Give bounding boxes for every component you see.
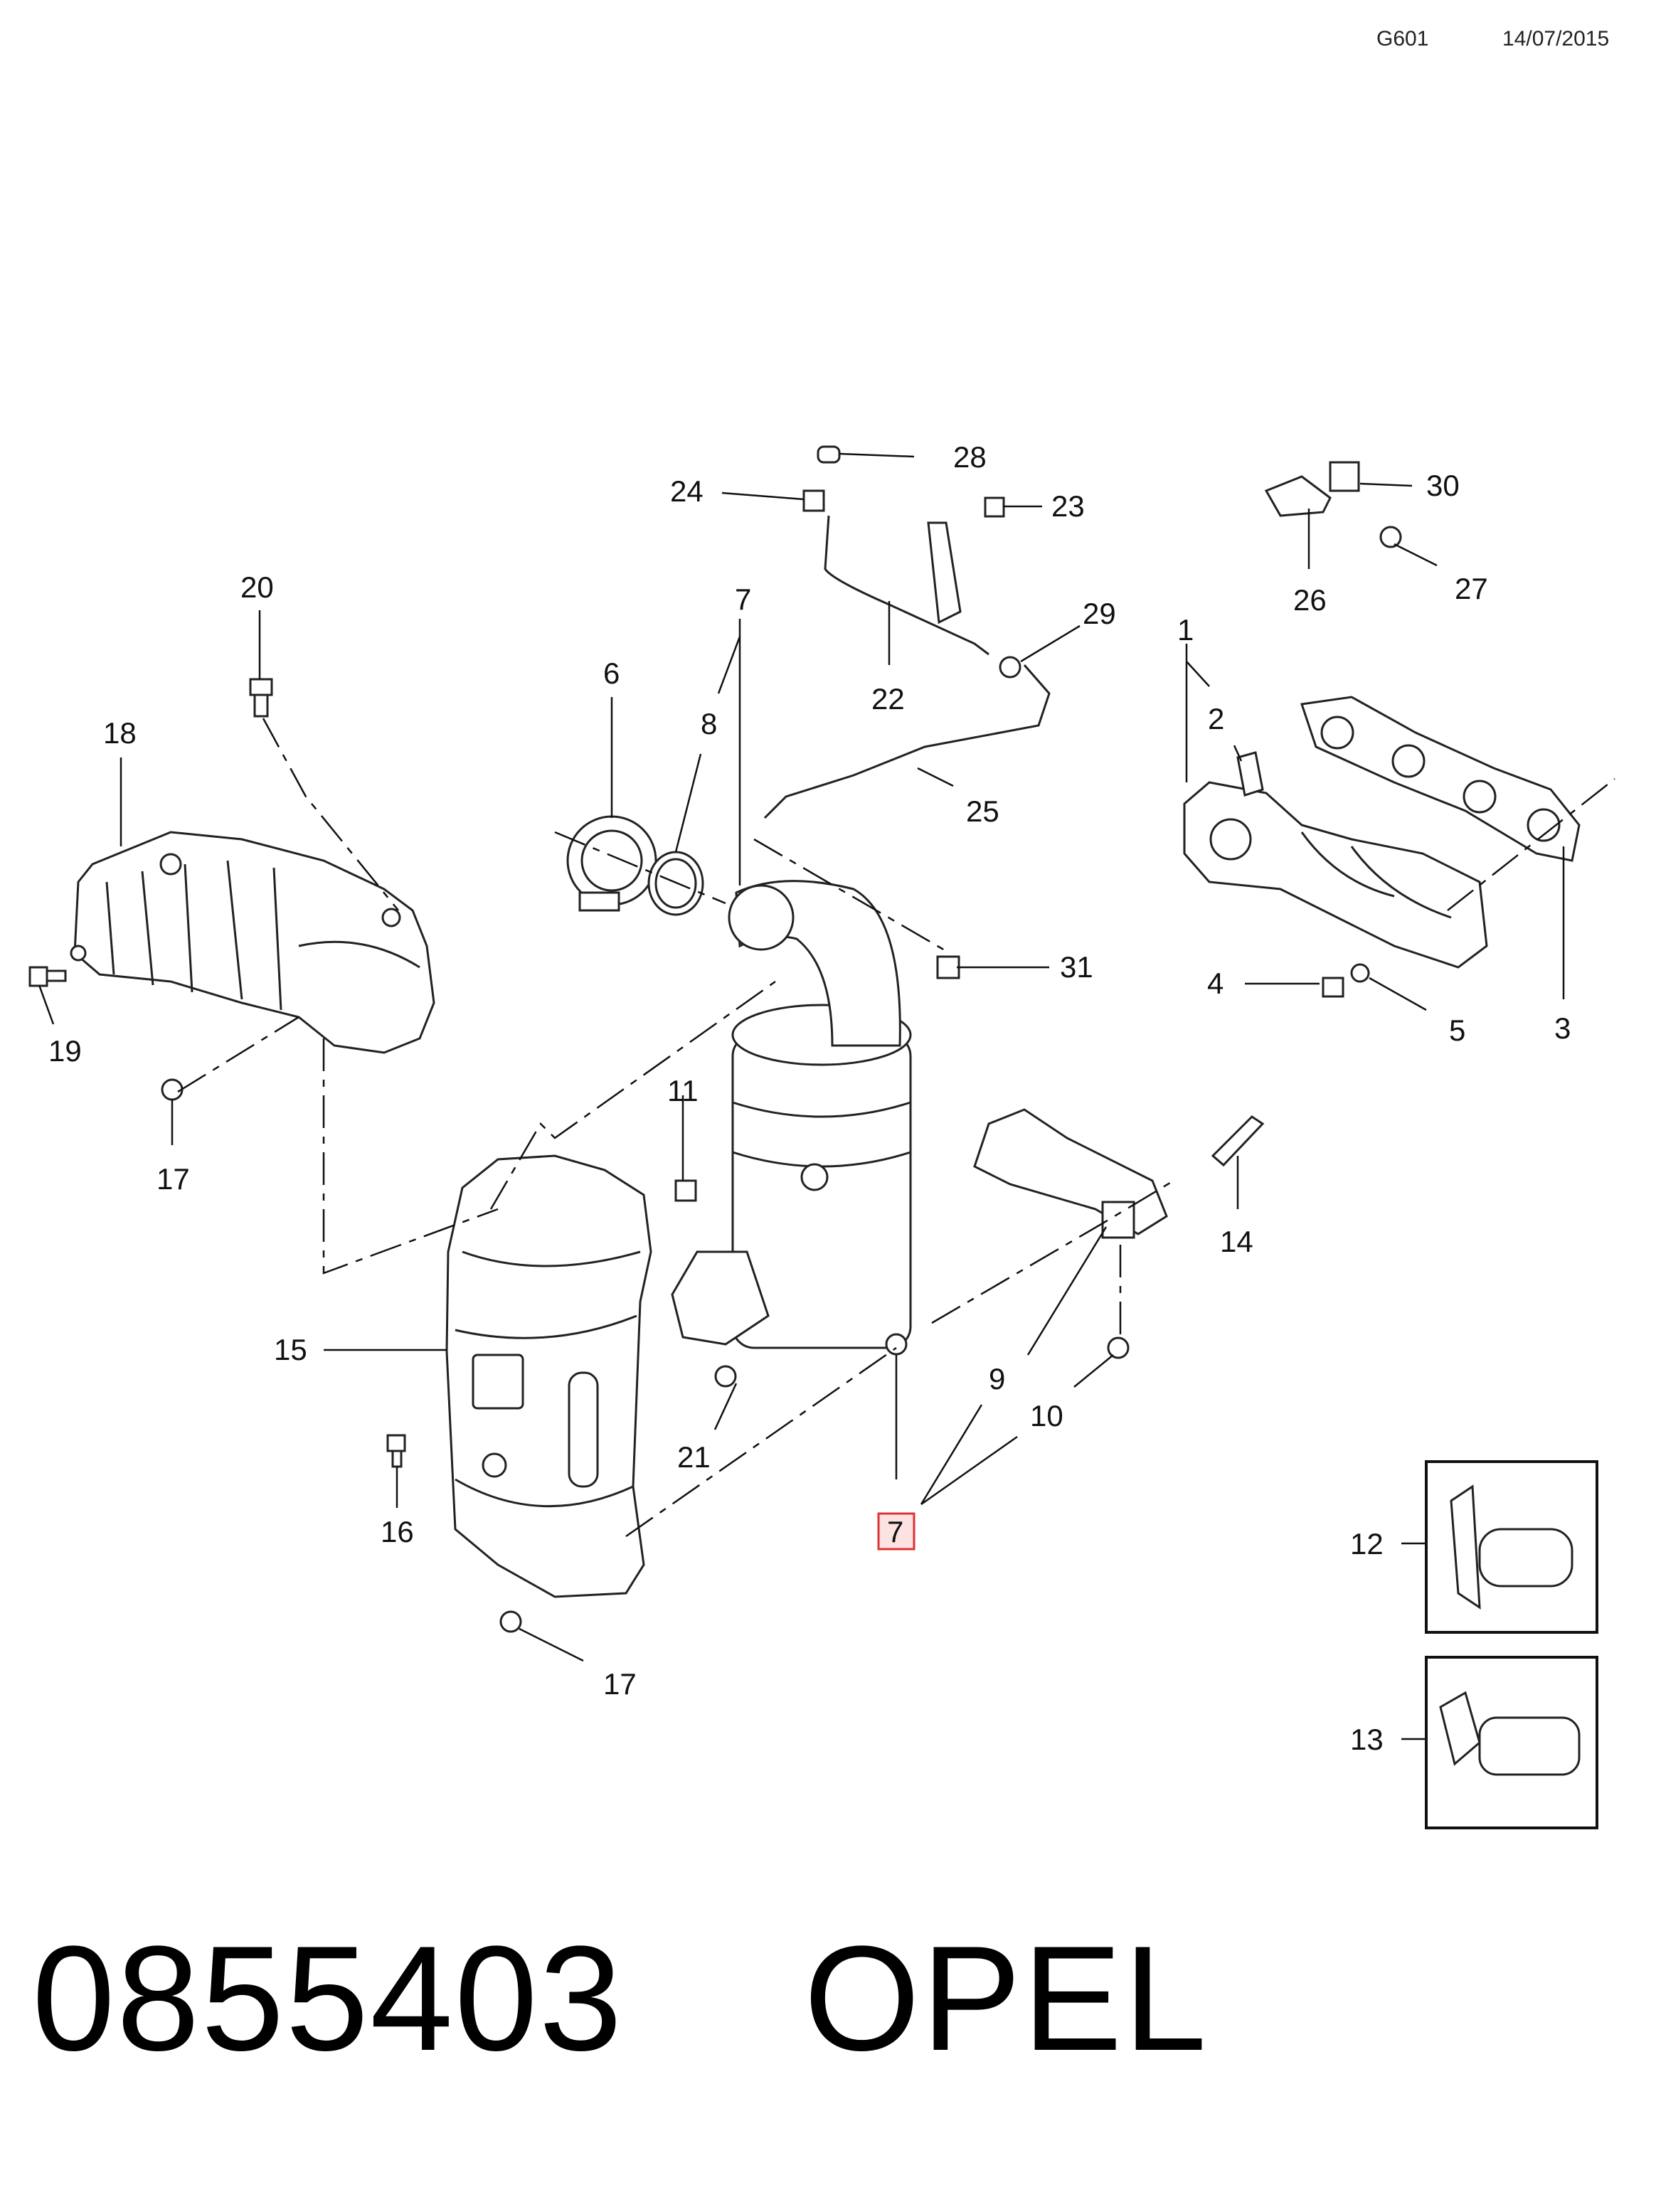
diagram-date: 14/07/2015 (1502, 27, 1610, 50)
callout-30: 30 (1426, 469, 1460, 502)
callout-6: 6 (603, 656, 620, 690)
callout-27: 27 (1455, 572, 1488, 605)
sensor-31 (936, 955, 960, 979)
callout-25: 25 (966, 794, 999, 828)
callout-1: 1 (1177, 613, 1194, 647)
callout-26: 26 (1293, 583, 1327, 617)
exhaust-manifold-1 (1183, 781, 1488, 969)
svg-text:7: 7 (887, 1515, 903, 1548)
detail-box-12 (1425, 1460, 1598, 1634)
callout-31: 31 (1060, 950, 1093, 984)
clip-29 (999, 656, 1021, 679)
callout-20: 20 (240, 570, 274, 604)
bracket-23 (927, 521, 962, 624)
bolt-16 (386, 1434, 406, 1468)
stud-2 (1236, 751, 1264, 797)
callout-2: 2 (1208, 702, 1224, 735)
leader-lines (38, 452, 1565, 1740)
part-number: 0855403 (32, 1915, 624, 2082)
callout-18: 18 (103, 716, 137, 750)
manifold-gasket-3 (1300, 696, 1581, 862)
diagram-code: G601 (1376, 27, 1429, 50)
callout-17-upper: 17 (156, 1162, 190, 1196)
callout-15: 15 (274, 1333, 307, 1366)
stud-14 (1211, 1115, 1265, 1167)
brand-name: OPEL (804, 1915, 1209, 2082)
callout-22: 22 (871, 682, 905, 716)
callout-5: 5 (1449, 1014, 1465, 1047)
callout-7-top: 7 (735, 583, 751, 616)
callout-24: 24 (670, 474, 704, 508)
assembly-dash-lines (177, 718, 1615, 1538)
sensor-line-25 (763, 664, 1051, 819)
sensor-bracket-26 (1264, 461, 1402, 548)
callout-28: 28 (953, 440, 987, 474)
nut-10 (1107, 1336, 1130, 1359)
callout-11: 11 (667, 1074, 699, 1107)
nut-4 (1322, 977, 1344, 998)
support-bracket-9 (973, 1108, 1168, 1239)
catalytic-converter (671, 880, 912, 1356)
bolt-24 (802, 489, 825, 512)
detail-box-13 (1425, 1656, 1598, 1829)
callout-14: 14 (1220, 1225, 1253, 1258)
callout-10: 10 (1030, 1399, 1063, 1432)
nut-17-upper (161, 1078, 184, 1101)
bolt-11 (674, 1179, 697, 1202)
nut-17-lower (499, 1610, 522, 1633)
sensor-line-22 (824, 515, 989, 656)
callout-8: 8 (701, 707, 717, 740)
clamp-6 (566, 815, 657, 912)
bolt-19 (28, 966, 67, 987)
bolt-23 (984, 496, 1005, 518)
washer-5 (1350, 963, 1370, 983)
callout-17-lower: 17 (603, 1667, 637, 1701)
upper-heat-shield (70, 831, 435, 1054)
callout-29: 29 (1083, 597, 1116, 630)
cap-28 (817, 445, 841, 464)
nut-21 (714, 1365, 737, 1388)
lower-heat-shield (445, 1154, 652, 1598)
callout-16: 16 (381, 1515, 414, 1548)
callout-3: 3 (1554, 1011, 1571, 1045)
callout-23: 23 (1051, 489, 1085, 523)
callout-19: 19 (48, 1034, 82, 1068)
callout-7-highlighted[interactable]: 7 (877, 1512, 915, 1551)
callout-4: 4 (1207, 967, 1224, 1000)
callout-13: 13 (1350, 1723, 1384, 1756)
callout-12: 12 (1350, 1527, 1384, 1560)
callout-21: 21 (677, 1440, 711, 1474)
bolt-20 (249, 678, 273, 718)
callout-9: 9 (989, 1362, 1005, 1395)
